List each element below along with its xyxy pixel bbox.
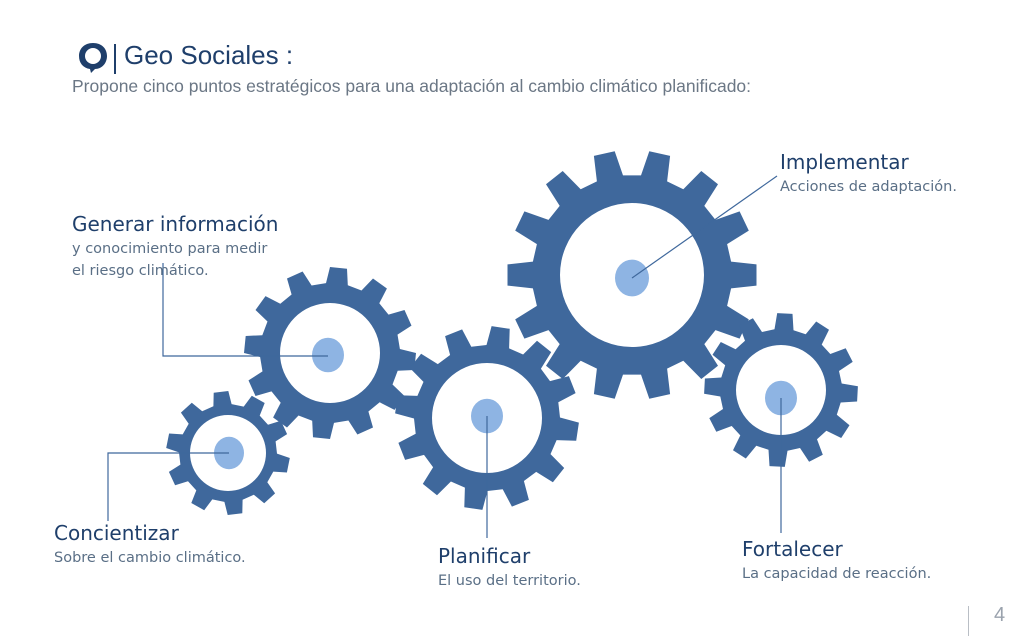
hub-generar <box>312 337 344 373</box>
point-desc-line: Acciones de adaptación. <box>780 179 957 195</box>
gear-implementar <box>507 151 757 399</box>
page-subtitle: Propone cinco puntos estratégicos para u… <box>72 76 752 96</box>
gear-generar <box>244 267 416 439</box>
page-number: 4 <box>994 604 1006 626</box>
point-desc-line: y conocimiento para medir <box>72 241 268 257</box>
point-implementar: Implementar Acciones de adaptación. <box>780 150 957 198</box>
point-desc-line: Sobre el cambio climático. <box>54 550 246 566</box>
point-heading: Planificar <box>438 544 531 568</box>
point-heading: Implementar <box>780 150 909 174</box>
connector-implementar <box>631 175 778 279</box>
point-desc-line: el riesgo climático. <box>72 263 209 279</box>
page-title: Geo Sociales : <box>124 40 294 70</box>
point-planificar: Planificar El uso del territorio. <box>438 544 581 592</box>
point-concientizar: Concientizar Sobre el cambio climático. <box>54 521 246 569</box>
logo-icon <box>79 43 107 73</box>
point-heading: Fortalecer <box>742 537 843 561</box>
connector-generar <box>162 263 328 357</box>
page-number-divider <box>968 606 969 636</box>
gear-fortalecer <box>704 313 858 467</box>
point-heading: Concientizar <box>54 521 179 545</box>
point-desc-line: El uso del territorio. <box>438 573 581 589</box>
title-divider <box>114 44 116 74</box>
gear-planificar <box>395 326 579 510</box>
gear-concientizar <box>166 391 290 515</box>
connector-concientizar <box>107 452 229 521</box>
point-heading: Generar información <box>72 212 279 236</box>
point-fortalecer: Fortalecer La capacidad de reacción. <box>742 537 931 585</box>
point-generar: Generar información y conocimiento para … <box>72 212 278 282</box>
point-desc-line: La capacidad de reacción. <box>742 566 932 582</box>
